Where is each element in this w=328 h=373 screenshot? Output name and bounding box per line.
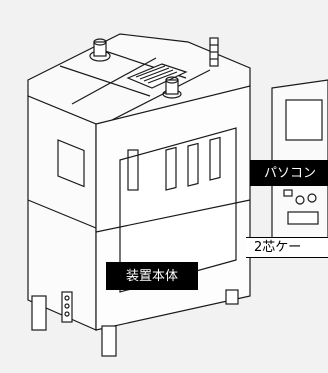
signal-tower bbox=[209, 37, 219, 67]
pc-label: パソコン bbox=[250, 160, 328, 186]
feet bbox=[31, 289, 239, 357]
top-vent bbox=[126, 63, 188, 89]
top-knob-left bbox=[89, 38, 111, 62]
top-knob-right bbox=[162, 76, 182, 99]
cable-label: 2芯ケー bbox=[246, 237, 328, 258]
main-unit-label: 装置本体 bbox=[106, 262, 198, 290]
side-connectors bbox=[61, 291, 73, 323]
